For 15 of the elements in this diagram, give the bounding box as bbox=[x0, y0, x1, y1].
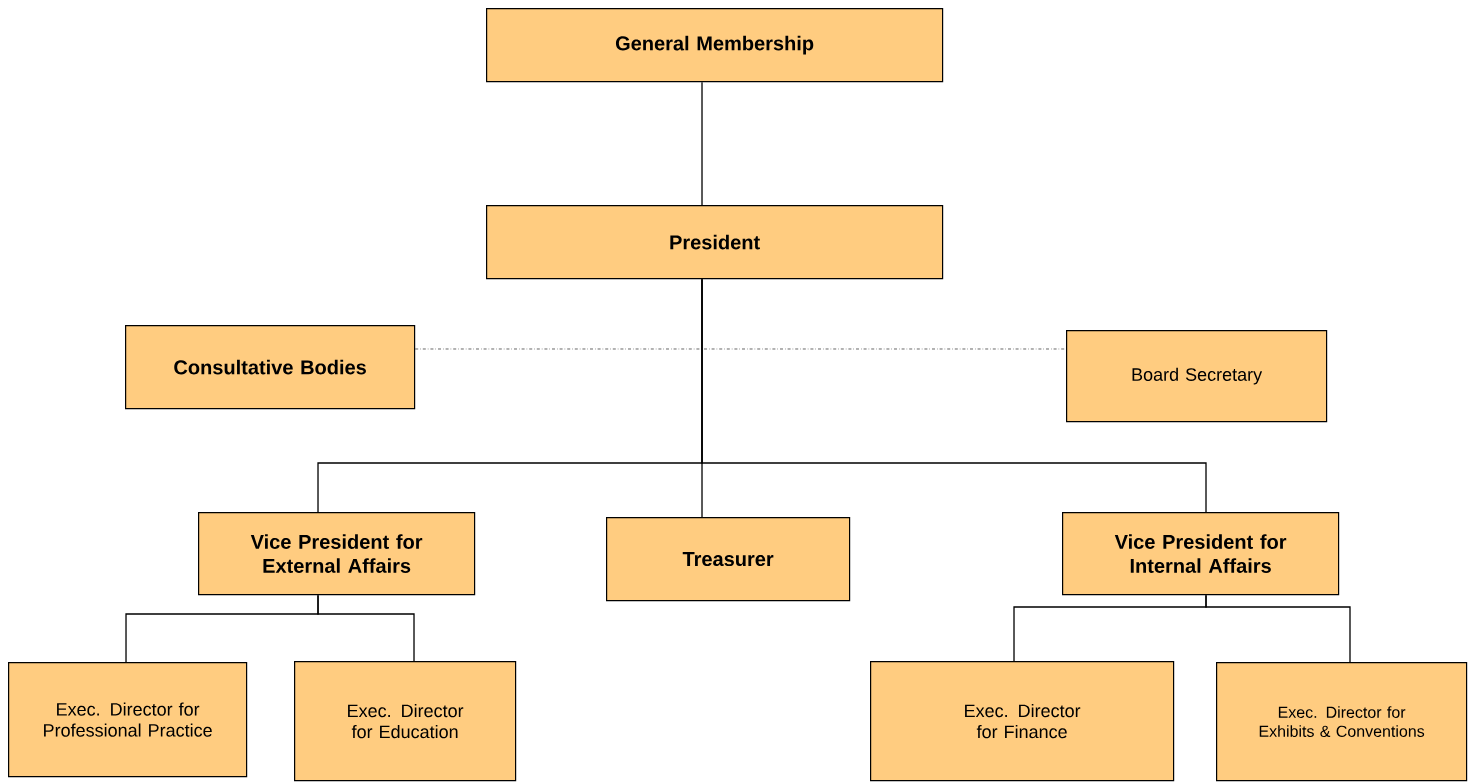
org-box: Exec. Director for Professional Practice bbox=[8, 662, 248, 778]
org-box: Board Secretary bbox=[1066, 330, 1328, 423]
org-box: Vice President for Internal Affairs bbox=[1062, 512, 1340, 596]
org-box: President bbox=[486, 205, 944, 280]
org-box: Vice President for External Affairs bbox=[198, 512, 476, 596]
org-box: Exec. Director for Finance bbox=[870, 661, 1175, 782]
org-box: Exec. Director for Exhibits & Conventions bbox=[1216, 662, 1468, 782]
org-box: General Membership bbox=[486, 8, 944, 83]
org-box: Consultative Bodies bbox=[125, 325, 416, 410]
org-box: Exec. Director for Education bbox=[294, 661, 517, 782]
connector bbox=[1205, 594, 1351, 663]
org-box: Treasurer bbox=[606, 517, 851, 602]
connector bbox=[317, 594, 415, 662]
connector bbox=[701, 278, 1207, 513]
connector bbox=[701, 81, 703, 206]
